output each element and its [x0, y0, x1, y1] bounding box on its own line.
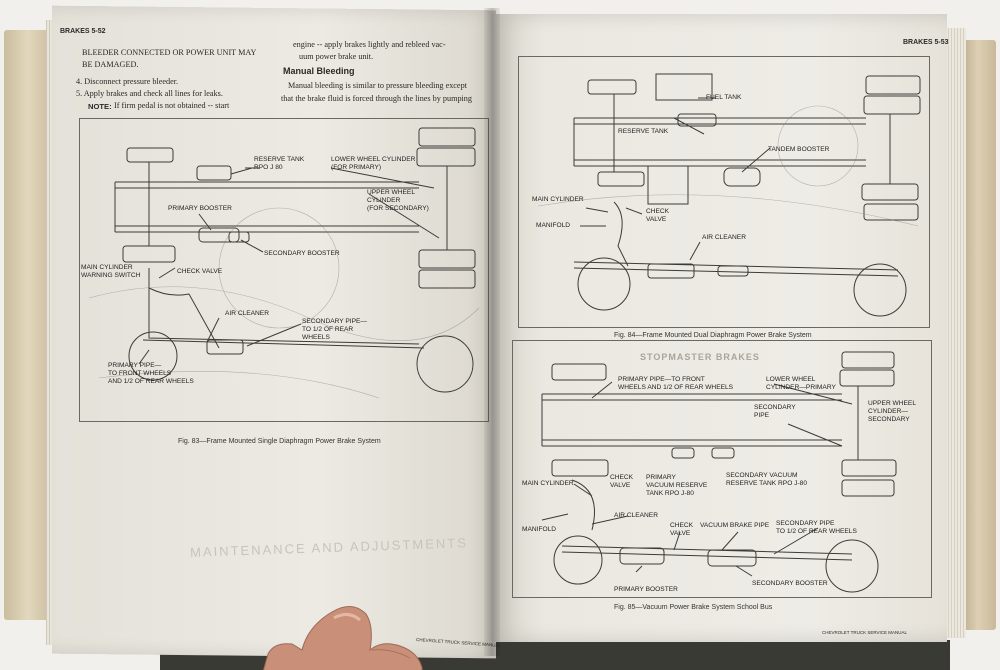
fig84-callout-reserve-tank: RESERVE TANK — [618, 128, 669, 135]
fig83-callout-secondary-pipe: SECONDARY PIPE— TO 1/2 OF REAR WHEELS — [302, 318, 367, 341]
fig84-frame — [518, 56, 930, 328]
left-step4: 4. Disconnect pressure bleeder. — [76, 77, 179, 86]
fig83-callout-primary-booster: PRIMARY BOOSTER — [168, 205, 232, 212]
fig83-callout-primary-pipe: PRIMARY PIPE— TO FRONT WHEELS AND 1/2 OF… — [108, 362, 194, 385]
fig85-diagram — [541, 351, 897, 593]
fig85-callout-air-cleaner: AIR CLEANER — [614, 512, 658, 519]
fig85-caption: Fig. 85—Vacuum Power Brake System School… — [614, 604, 773, 611]
fig85-callout-upper-wheel-cylinder: UPPER WHEEL CYLINDER— SECONDARY — [868, 400, 916, 423]
fig85-callout-secondary-vacuum-tank: SECONDARY VACUUM RESERVE TANK RPO J-80 — [726, 472, 807, 487]
left-step5: 5. Apply brakes and check all lines for … — [76, 89, 223, 98]
finger-holding-page — [263, 606, 423, 670]
fig85-callout-secondary-booster: SECONDARY BOOSTER — [752, 580, 828, 587]
fig84-callout-air-cleaner: AIR CLEANER — [702, 234, 746, 241]
fig83-callout-main-cylinder-switch: MAIN CYLINDER WARNING SWITCH — [81, 264, 141, 279]
fig85-callout-secondary-pipe-rear: SECONDARY PIPE TO 1/2 OF REAR WHEELS — [776, 520, 857, 535]
fig84-callout-main-cylinder: MAIN CYLINDER — [532, 196, 584, 203]
fig85-callout-vacuum-brake-pipe: VACUUM BRAKE PIPE — [700, 522, 770, 529]
left-note-text: If firm pedal is not obtained -- start — [114, 101, 230, 110]
fig83-caption: Fig. 83—Frame Mounted Single Diaphragm P… — [178, 438, 381, 445]
fig83-callout-reserve-tank: RESERVE TANK RPO J 80 — [254, 156, 305, 171]
fig84-callout-fuel-tank: FUEL TANK — [706, 94, 742, 101]
fig85-callout-primary-booster: PRIMARY BOOSTER — [614, 586, 678, 593]
fig83-callout-check-valve: CHECK VALVE — [177, 268, 223, 275]
left-col1-line2: BE DAMAGED. — [82, 60, 139, 69]
left-col2-line2: uum power brake unit. — [299, 52, 374, 61]
right-bg-heading: STOPMASTER BRAKES — [640, 352, 760, 362]
fig83-callout-lower-wheel-cylinder: LOWER WHEEL CYLINDER (FOR PRIMARY) — [331, 156, 416, 171]
fig85-callout-secondary-pipe: SECONDARY PIPE — [754, 404, 796, 419]
fig85-callout-primary-pipe: PRIMARY PIPE—TO FRONT WHEELS AND 1/2 OF … — [618, 376, 734, 391]
left-note-label: NOTE: — [88, 102, 112, 111]
left-col2-line1: engine -- apply brakes lightly and reble… — [293, 40, 446, 49]
fig83-callout-upper-wheel-cylinder: UPPER WHEEL CYLINDER (FOR SECONDARY) — [367, 189, 429, 212]
manual-bleeding-line1: Manual bleeding is similar to pressure b… — [288, 81, 467, 90]
fig84-callout-tandem-booster: TANDEM BOOSTER — [768, 146, 830, 153]
fig84-callout-manifold: MANIFOLD — [536, 222, 571, 229]
fig84-caption: Fig. 84—Frame Mounted Dual Diaphragm Pow… — [614, 332, 812, 339]
fig84-callout-check-valve: CHECK VALVE — [646, 208, 670, 223]
right-page-footer: CHEVROLET TRUCK SERVICE MANUAL — [822, 630, 908, 635]
manual-bleeding-heading: Manual Bleeding — [283, 66, 355, 76]
fig85-callout-manifold: MANIFOLD — [522, 526, 557, 533]
fig84-diagram — [537, 73, 921, 317]
left-page-header: BRAKES 5-52 — [60, 28, 106, 35]
fig83-callout-air-cleaner: AIR CLEANER — [225, 310, 269, 317]
book-cover-right — [960, 40, 996, 630]
fig85-frame — [512, 340, 932, 598]
fig85-callout-lower-wheel-cylinder: LOWER WHEEL CYLINDER—PRIMARY — [766, 376, 836, 391]
right-page — [492, 14, 947, 642]
manual-bleeding-line2: that the brake fluid is forced through t… — [281, 94, 472, 103]
fig83-diagram — [88, 127, 480, 399]
fig85-callout-check-valve-2: CHECK VALVE — [670, 522, 694, 537]
fig83-frame — [79, 118, 489, 422]
book-gutter — [484, 8, 500, 656]
right-page-header: BRAKES 5-53 — [903, 39, 949, 46]
left-col1-line1: BLEEDER CONNECTED OR POWER UNIT MAY — [82, 48, 257, 57]
fig85-callout-check-valve: CHECK VALVE — [610, 474, 634, 489]
fig85-callout-primary-vacuum-tank: PRIMARY VACUUM RESERVE TANK RPO J-80 — [646, 474, 708, 497]
fig83-callout-secondary-booster: SECONDARY BOOSTER — [264, 250, 340, 257]
fig85-callout-main-cylinder: MAIN CYLINDER — [522, 480, 574, 487]
